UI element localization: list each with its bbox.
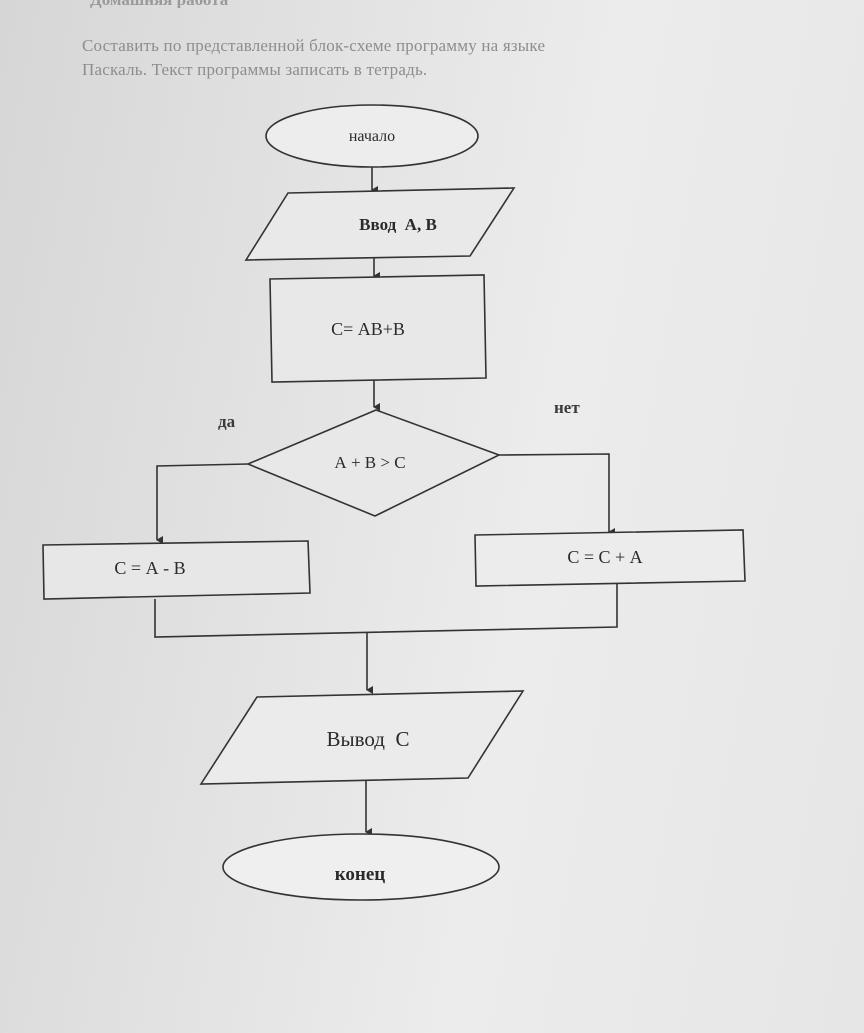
instruction-line-1: Составить по представленной блок-схеме п… [82,36,546,55]
end-label: конец [335,864,386,885]
no-process-box [474,529,746,587]
input-label: Ввод А, В [359,215,437,234]
merge-connector [154,584,618,638]
end-terminator [222,833,500,901]
start-label: начало [349,128,395,145]
no-branch-label: С = С + А [567,547,642,567]
instruction-line-2: Паскаль. Текст программы записать в тетр… [82,60,428,79]
process-label: С= АВ+В [331,319,405,339]
cut-off-heading: Домашняя работа [90,0,228,8]
output-parallelogram [199,690,525,785]
input-parallelogram [244,187,516,261]
decision-diamond [245,409,502,517]
yes-label: да [218,412,236,431]
yes-branch-label: С = А - В [114,558,185,578]
no-branch-connector [498,453,615,536]
yes-branch-connector [156,463,249,544]
yes-process-box [42,540,311,600]
no-label: нет [554,398,580,417]
process-rectangle [269,274,487,383]
output-label: Вывод С [327,727,410,751]
condition-label: А + В > С [334,453,405,472]
